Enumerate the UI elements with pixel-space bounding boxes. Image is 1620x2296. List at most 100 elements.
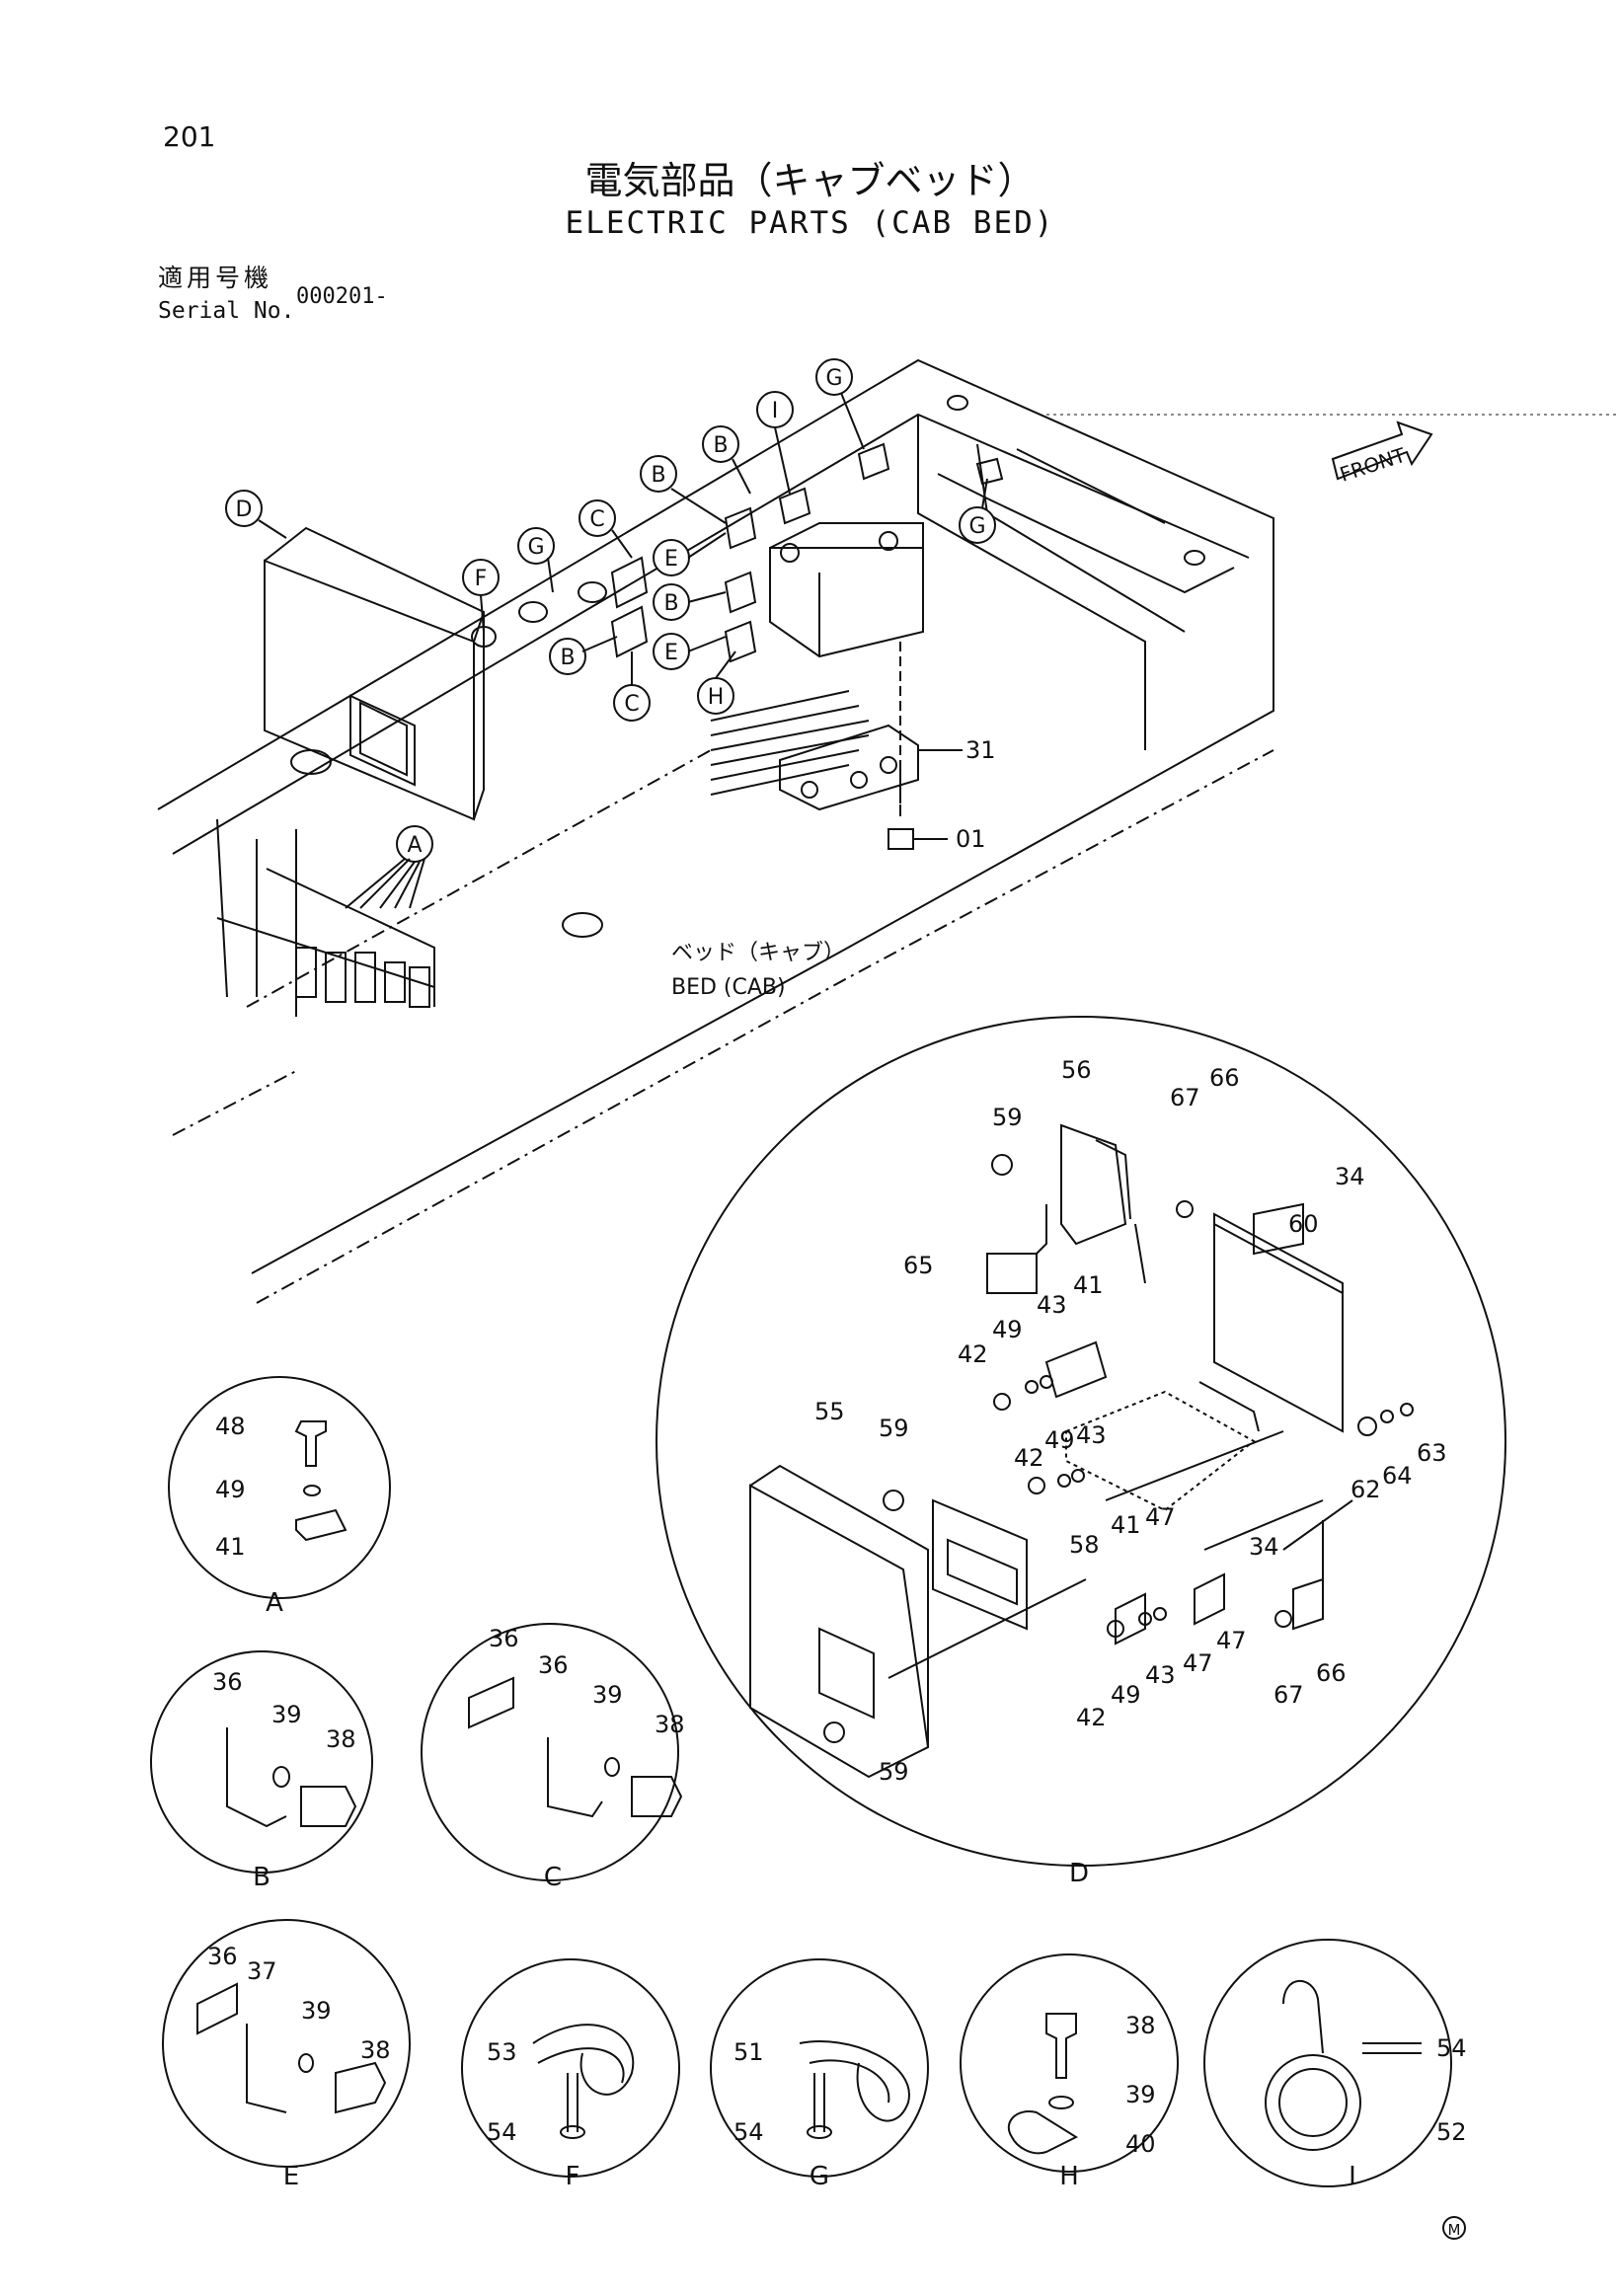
detail-label-g: G [810, 2162, 829, 2191]
detail-label-c: C [544, 1863, 562, 1892]
part-label-31: 31 [965, 736, 996, 764]
svg-text:66: 66 [1209, 1064, 1240, 1092]
front-label: FRONT [1337, 443, 1409, 487]
page-number: 201 [163, 120, 216, 153]
svg-text:G: G [527, 535, 544, 560]
front-arrow-icon: FRONT [1331, 421, 1433, 487]
detail-d-fasteners [823, 1154, 1414, 1743]
svg-text:42: 42 [1014, 1444, 1044, 1472]
detail-b-circle [150, 1650, 373, 1874]
detail-i-labels: 54 52 I [1349, 2034, 1466, 2191]
detail-d-labels: 56 59 67 66 34 60 65 41 43 49 42 55 59 5… [814, 1056, 1447, 1888]
svg-text:36: 36 [489, 1625, 519, 1652]
bed-label-english: BED (CAB) [671, 975, 786, 1000]
detail-f-parts [532, 2024, 635, 2139]
svg-text:37: 37 [247, 1957, 277, 1985]
title-english: ELECTRIC PARTS (CAB BED) [565, 205, 1055, 241]
svg-text:54: 54 [733, 2118, 764, 2146]
svg-text:43: 43 [1145, 1661, 1176, 1689]
corner-mark-circle [1442, 2216, 1466, 2240]
svg-text:G: G [825, 366, 842, 391]
detail-h-circle [960, 1953, 1179, 2173]
svg-text:54: 54 [487, 2118, 517, 2146]
svg-text:56: 56 [1061, 1056, 1092, 1084]
svg-text:55: 55 [814, 1398, 845, 1425]
svg-text:49: 49 [215, 1476, 246, 1503]
detail-i-parts [1265, 1979, 1422, 2151]
svg-text:48: 48 [215, 1413, 246, 1440]
svg-text:47: 47 [1183, 1649, 1213, 1677]
svg-text:42: 42 [1076, 1704, 1107, 1731]
svg-text:38: 38 [655, 1711, 685, 1738]
svg-text:B: B [560, 646, 575, 670]
detail-g-labels: 51 54 G [733, 2038, 829, 2191]
detail-label-f: F [566, 2162, 580, 2191]
svg-text:47: 47 [1216, 1627, 1247, 1654]
svg-text:H: H [708, 685, 725, 710]
detail-label-a: A [266, 1588, 283, 1618]
detail-label-e: E [283, 2162, 299, 2191]
detail-label-i: I [1349, 2162, 1356, 2191]
svg-text:39: 39 [592, 1681, 623, 1709]
svg-text:49: 49 [1044, 1426, 1075, 1454]
svg-text:41: 41 [215, 1533, 246, 1561]
svg-text:60: 60 [1288, 1210, 1319, 1238]
svg-text:D: D [236, 497, 253, 522]
svg-text:38: 38 [1125, 2012, 1156, 2039]
detail-g-parts [799, 2040, 910, 2139]
svg-text:43: 43 [1037, 1291, 1067, 1319]
svg-text:39: 39 [301, 1997, 332, 2025]
svg-text:36: 36 [538, 1651, 569, 1679]
battery [769, 522, 924, 658]
part-label-01: 01 [956, 825, 986, 853]
detail-f-labels: 53 54 F [487, 2038, 579, 2191]
svg-text:34: 34 [1335, 1163, 1365, 1190]
svg-text:41: 41 [1111, 1511, 1141, 1539]
svg-text:54: 54 [1436, 2034, 1467, 2062]
svg-text:49: 49 [992, 1316, 1023, 1343]
corner-mark: M [1448, 2221, 1461, 2239]
serial-label-english: Serial No. [158, 298, 295, 324]
detail-e-circle [162, 1919, 411, 2168]
detail-e-labels: 36 37 39 38 E [207, 1943, 391, 2191]
bracket-cluster-left [471, 442, 1004, 663]
svg-text:36: 36 [212, 1668, 243, 1696]
detail-label-b: B [253, 1863, 270, 1892]
serial-number-value: 000201- [296, 284, 388, 309]
detail-b-parts [226, 1727, 357, 1828]
svg-text:C: C [624, 692, 639, 717]
detail-label-d: D [1069, 1859, 1089, 1888]
harness-assembly [710, 642, 963, 850]
svg-text:66: 66 [1316, 1659, 1347, 1687]
svg-text:53: 53 [487, 2038, 517, 2066]
detail-h-parts [1007, 2013, 1079, 2155]
detail-d-parts [749, 1123, 1353, 1779]
svg-text:63: 63 [1417, 1439, 1447, 1467]
svg-text:B: B [713, 433, 728, 458]
svg-text:34: 34 [1249, 1533, 1279, 1561]
controller-box [264, 526, 486, 821]
svg-text:E: E [664, 547, 678, 572]
detail-b-labels: 36 39 38 B [212, 1668, 356, 1892]
svg-text:49: 49 [1111, 1681, 1141, 1709]
svg-text:59: 59 [992, 1104, 1023, 1131]
svg-text:F: F [475, 567, 488, 591]
main-callout-leaders [258, 392, 988, 909]
svg-text:I: I [772, 399, 779, 423]
bed-label-japanese: ベッド（キャブ） [671, 941, 845, 965]
detail-a-labels: 48 49 41 A [215, 1413, 283, 1618]
svg-text:E: E [664, 641, 678, 665]
detail-i-circle [1203, 1939, 1452, 2187]
detail-c-parts [468, 1676, 683, 1818]
detail-h-labels: 38 39 40 H [1059, 2012, 1155, 2191]
svg-text:52: 52 [1436, 2118, 1467, 2146]
detail-label-h: H [1059, 2162, 1079, 2191]
svg-text:C: C [589, 507, 604, 532]
svg-text:39: 39 [1125, 2081, 1156, 2108]
svg-text:41: 41 [1073, 1271, 1104, 1299]
svg-text:42: 42 [958, 1340, 988, 1368]
svg-text:58: 58 [1069, 1531, 1100, 1559]
svg-text:G: G [968, 514, 985, 539]
cab-bed-frame [157, 358, 1619, 1304]
